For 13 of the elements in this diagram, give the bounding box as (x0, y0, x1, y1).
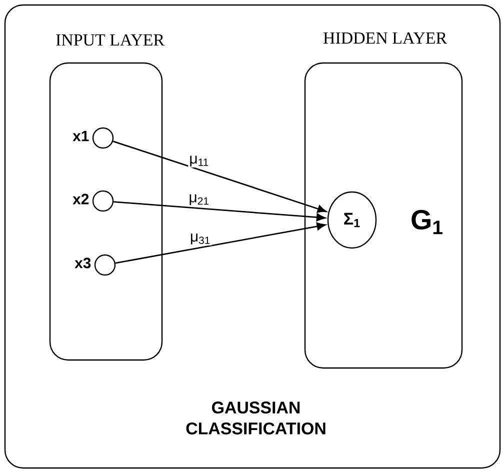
arrow (112, 140, 326, 213)
input-label: x2 (72, 194, 89, 204)
input-label: x3 (74, 258, 91, 268)
layer-heading: INPUT LAYER (56, 34, 164, 46)
caption-text: GAUSSIAN CLASSIFICATION (186, 402, 326, 434)
arrow (114, 201, 326, 222)
arrow (115, 222, 326, 264)
edge-label: μ$_{11}$ (188, 154, 210, 168)
layer-heading: HIDDEN LAYER (323, 32, 447, 44)
edge-label: μ$_{31}$ (188, 232, 212, 246)
edge-label: μ$_{21}$ (188, 193, 210, 206)
group-label: G$_{1}$ (412, 210, 442, 234)
input-label: x1 (72, 130, 89, 142)
